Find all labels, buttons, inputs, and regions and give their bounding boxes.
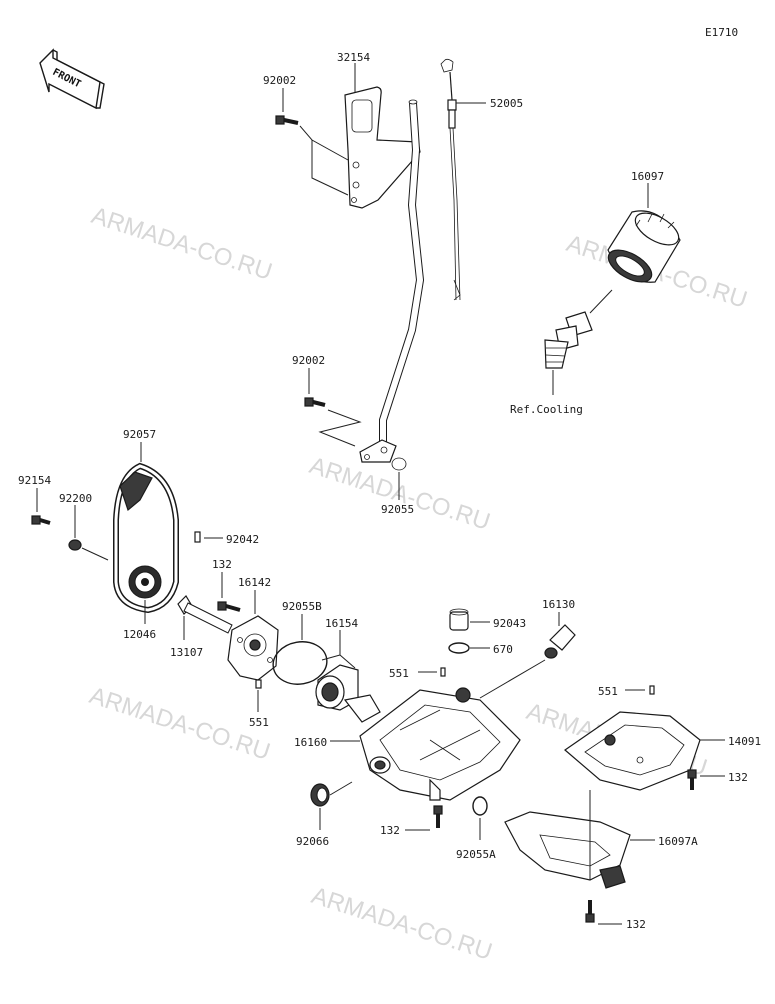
bolt-132-housing — [585, 900, 622, 925]
label-16097: 16097 — [631, 170, 664, 183]
timing-chain-92057 — [113, 442, 179, 614]
dipstick-52005 — [440, 58, 486, 301]
bolt-132-pan — [405, 805, 443, 831]
label-132-pump: 132 — [212, 558, 232, 571]
label-92154: 92154 — [18, 474, 51, 487]
bracket-32154 — [344, 63, 421, 209]
label-16160: 16160 — [294, 736, 327, 749]
label-92043: 92043 — [493, 617, 526, 630]
watermark-6: ARMADA-CO.RU — [308, 882, 495, 966]
dowel-551-pump — [255, 679, 262, 712]
label-132-housing: 132 — [626, 918, 646, 931]
rotor-16154 — [315, 630, 381, 723]
label-16097a: 16097A — [658, 835, 698, 848]
cover-14091 — [564, 711, 725, 791]
label-16130: 16130 — [542, 598, 575, 611]
label-92057: 92057 — [123, 428, 156, 441]
label-92055a: 92055A — [456, 848, 496, 861]
bolt-92002-upper — [275, 88, 349, 196]
sprocket-12046 — [128, 565, 162, 624]
dowel-551-pan — [418, 667, 446, 677]
fitting-ref-cooling — [544, 311, 593, 395]
washer-92200 — [68, 505, 109, 561]
filter-housing-16097a — [504, 790, 655, 889]
shaft-13107 — [177, 595, 233, 640]
label-132-cover: 132 — [728, 771, 748, 784]
relief-valve-16130 — [479, 612, 576, 699]
bolt-92002-lower — [304, 368, 362, 447]
oil-pan-16160 — [330, 687, 521, 801]
label-551-cover: 551 — [598, 685, 618, 698]
label-92055b: 92055B — [282, 600, 322, 613]
plug-92066 — [310, 781, 353, 830]
watermark-3: ARMADA-CO.RU — [306, 452, 493, 536]
front-arrow-icon: FRONT — [39, 48, 105, 110]
label-12046: 12046 — [123, 628, 156, 641]
watermarks: ARMADA-CO.RU ARMADA-CO.RU ARMADA-CO.RU A… — [86, 202, 750, 966]
label-52005: 52005 — [490, 97, 523, 110]
label-670: 670 — [493, 643, 513, 656]
label-92066: 92066 — [296, 835, 329, 848]
label-132-pan: 132 — [380, 824, 400, 837]
label-92002-lower: 92002 — [292, 354, 325, 367]
label-92042: 92042 — [226, 533, 259, 546]
label-551-pump: 551 — [249, 716, 269, 729]
part-labels: 32154 92002 52005 16097 Ref.Cooling 9200… — [18, 51, 761, 931]
o-ring-92055a — [472, 796, 488, 840]
bolt-132-oil-pump — [217, 572, 241, 612]
label-13107: 13107 — [170, 646, 203, 659]
label-32154: 32154 — [337, 51, 370, 64]
o-ring-92055 — [391, 457, 407, 500]
label-ref-cooling: Ref.Cooling — [510, 403, 583, 416]
label-16142: 16142 — [238, 576, 271, 589]
diagram-code: E1710 — [705, 26, 738, 39]
oil-filter-16097 — [589, 183, 681, 314]
pump-cover-16142 — [227, 590, 279, 681]
dipstick-tube — [359, 99, 425, 463]
label-551-pan: 551 — [389, 667, 409, 680]
bolt-92154 — [31, 488, 51, 525]
pin-92042 — [194, 531, 223, 543]
o-ring-670 — [448, 642, 490, 654]
collar-92043 — [449, 608, 490, 631]
watermark-1: ARMADA-CO.RU — [88, 202, 275, 286]
label-14091: 14091 — [728, 735, 761, 748]
label-92200: 92200 — [59, 492, 92, 505]
label-92055: 92055 — [381, 503, 414, 516]
bolt-132-cover — [687, 769, 725, 790]
label-16154: 16154 — [325, 617, 358, 630]
dowel-551-cover — [625, 685, 655, 695]
watermark-4: ARMADA-CO.RU — [86, 682, 273, 766]
label-92002-upper: 92002 — [263, 74, 296, 87]
